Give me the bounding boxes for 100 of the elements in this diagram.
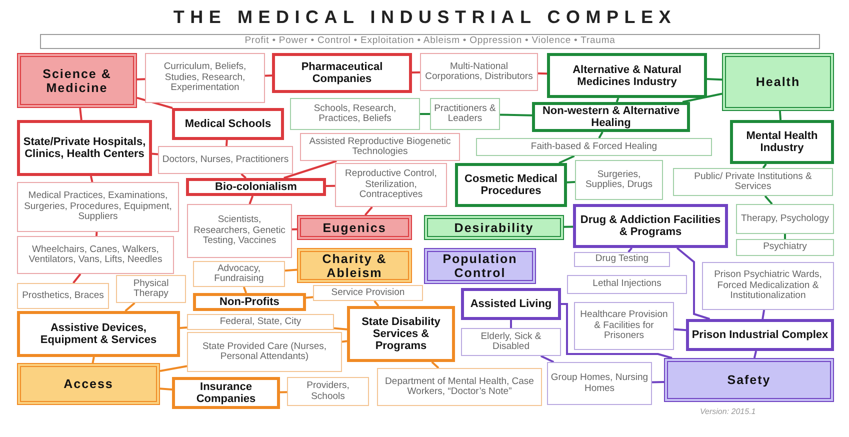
hub-box: Population Control bbox=[424, 248, 536, 284]
connector-line bbox=[510, 320, 512, 328]
connector-line bbox=[561, 303, 672, 359]
connector-line bbox=[96, 232, 98, 236]
hub-box: Health bbox=[722, 53, 834, 111]
connector-line bbox=[306, 296, 314, 299]
category-box: Medical Schools bbox=[172, 108, 284, 140]
connector-line bbox=[160, 365, 188, 372]
connector-line bbox=[682, 92, 722, 103]
connector-line bbox=[225, 140, 228, 146]
connector-line bbox=[674, 328, 686, 332]
connector-line bbox=[264, 74, 272, 77]
category-box: Non-western & Alternative Healing bbox=[532, 102, 690, 132]
hub-box: Charity & Ableism bbox=[297, 248, 412, 283]
label-box: State Provided Care (Nurses, Personal Attendants) bbox=[187, 332, 342, 372]
label-box: Faith-based & Forced Healing bbox=[476, 138, 712, 156]
label-box: Medical Practices, Examinations, Surgeries, Procedures, Equipment, Suppliers bbox=[17, 182, 179, 232]
connector-line bbox=[284, 160, 337, 179]
label-box: Group Homes, Nursing Homes bbox=[547, 362, 652, 405]
connector-line bbox=[706, 78, 722, 81]
hub-box: Desirability bbox=[424, 215, 564, 240]
label-box: Wheelchairs, Canes, Walkers, Ventilators, Vans, Lifts, Needles bbox=[17, 236, 174, 274]
hub-box: Access bbox=[17, 363, 160, 405]
label-box: Therapy, Psychology bbox=[736, 204, 834, 234]
connector-line bbox=[566, 181, 576, 184]
version-note: Version: 2015.1 bbox=[700, 406, 756, 418]
label-box: Reproductive Control, Sterilization, Contraceptives bbox=[335, 163, 447, 207]
connector-line bbox=[676, 247, 710, 320]
connector-line bbox=[334, 327, 348, 330]
connector-line bbox=[240, 173, 246, 179]
label-box: Scientists, Researchers, Genetic Testing, Vaccines bbox=[187, 204, 292, 258]
label-box: Curriculum, Beliefs, Studies, Research, Experimentation bbox=[145, 53, 265, 103]
category-box: Mental Health Industry bbox=[730, 120, 834, 164]
connector-line bbox=[412, 71, 420, 74]
connector-line bbox=[280, 391, 288, 394]
hub-box: Eugenics bbox=[297, 215, 412, 240]
connector-line bbox=[326, 184, 336, 187]
label-box: Healthcare Provision & Facilities for Prisoners bbox=[574, 302, 674, 350]
connector-line bbox=[500, 114, 532, 116]
connector-line bbox=[762, 310, 766, 320]
label-box: Multi-National Corporations, Distributors bbox=[420, 53, 538, 91]
connector-line bbox=[374, 300, 380, 307]
connector-line bbox=[652, 381, 664, 384]
connector-line bbox=[753, 350, 758, 358]
connector-line bbox=[92, 356, 95, 364]
connector-line bbox=[431, 361, 440, 369]
connector-line bbox=[364, 206, 373, 216]
connector-line bbox=[292, 228, 298, 230]
connector-line bbox=[538, 72, 548, 75]
connector-line bbox=[784, 234, 786, 239]
category-box: Pharmaceutical Companies bbox=[272, 53, 412, 93]
label-box: Advocacy, Fundraising bbox=[193, 261, 285, 287]
label-box: Doctors, Nurses, Practitioners bbox=[158, 146, 293, 174]
connector-line bbox=[558, 155, 575, 164]
label-box: Physical Therapy bbox=[116, 275, 186, 303]
label-box: Psychiatry bbox=[736, 239, 834, 256]
label-box: Elderly, Sick & Disabled bbox=[461, 328, 561, 356]
category-box: State Disability Services & Programs bbox=[347, 306, 455, 362]
connector-line bbox=[152, 152, 158, 156]
connector-line bbox=[778, 110, 782, 120]
connector-line bbox=[136, 78, 146, 80]
connector-line bbox=[540, 355, 554, 363]
connector-line bbox=[242, 286, 248, 294]
connector-line bbox=[342, 340, 348, 343]
category-box: Insurance Companies bbox=[172, 377, 280, 409]
label-box: Providers, Schools bbox=[287, 377, 369, 406]
category-box: Cosmetic Medical Procedures bbox=[455, 163, 567, 207]
diagram-title: THE MEDICAL INDUSTRIAL COMPLEX bbox=[172, 6, 678, 28]
hub-box: Science & Medicine bbox=[17, 53, 137, 108]
connector-line bbox=[160, 388, 172, 390]
label-box: Department of Mental Health, Case Workers, “Doctor’s Note” bbox=[377, 368, 542, 406]
connector-line bbox=[598, 132, 604, 138]
connector-line bbox=[616, 98, 620, 102]
connector-line bbox=[764, 195, 773, 205]
connector-line bbox=[284, 268, 298, 272]
label-box: Public/ Private Institutions & Services bbox=[673, 168, 833, 196]
connector-line bbox=[564, 226, 573, 228]
category-box: Alternative & Natural Medicines Industry bbox=[547, 53, 707, 98]
hub-box: Safety bbox=[664, 358, 834, 402]
label-box: Federal, State, City bbox=[187, 314, 334, 330]
label-box: Surgeries, Supplies, Drugs bbox=[575, 160, 663, 200]
category-box: State/Private Hospitals, Clinics, Health Centers bbox=[17, 120, 152, 176]
category-box: Assistive Devices, Equipment & Services bbox=[17, 311, 180, 357]
label-box: Lethal Injections bbox=[567, 275, 687, 294]
connector-line bbox=[136, 96, 173, 109]
label-box: Profit • Power • Control • Exploitation • Ableism • Oppression • Violence • Trauma bbox=[40, 34, 820, 49]
connector-line bbox=[90, 176, 94, 182]
connector-line bbox=[72, 273, 82, 284]
label-box: Service Provision bbox=[313, 285, 423, 301]
label-box: Practitioners & Leaders bbox=[430, 98, 500, 130]
connector-line bbox=[248, 196, 254, 204]
label-box: Assisted Reproductive Biogenetic Technologies bbox=[300, 133, 460, 161]
connector-line bbox=[762, 163, 767, 169]
connector-line bbox=[124, 302, 136, 312]
category-box: Assisted Living bbox=[461, 288, 561, 320]
connector-line bbox=[79, 108, 82, 120]
connector-line bbox=[180, 326, 188, 329]
connector-line bbox=[628, 247, 633, 253]
label-box: Drug Testing bbox=[574, 252, 670, 267]
connector-line bbox=[420, 113, 430, 115]
